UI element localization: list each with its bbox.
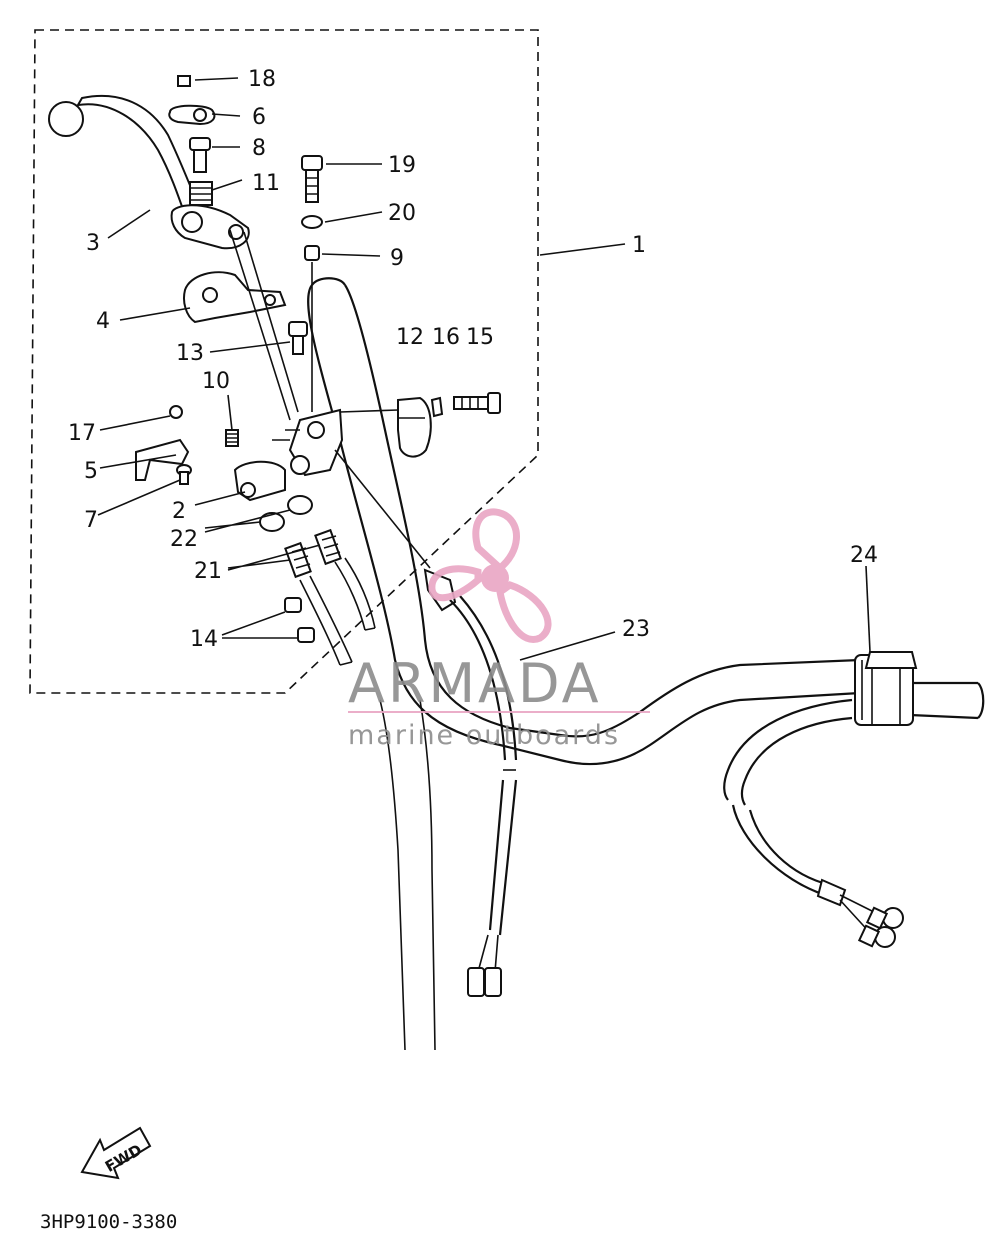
callout-2: 2	[172, 499, 186, 524]
callout-24: 24	[850, 543, 878, 568]
callout-11: 11	[252, 171, 280, 196]
washer-17	[169, 405, 183, 419]
grommet-22a	[259, 512, 285, 532]
callout-14: 14	[190, 627, 218, 652]
callout-10: 10	[202, 369, 230, 394]
callout-15: 15	[466, 325, 494, 350]
clutch-lever	[48, 94, 250, 250]
callout-20: 20	[388, 201, 416, 226]
watermark-tagline: marine outboards	[348, 720, 620, 751]
leader-lines	[97, 77, 871, 661]
fitting-21b	[314, 528, 342, 566]
callout-18: 18	[248, 67, 276, 92]
callout-22: 22	[170, 527, 198, 552]
callout-23: 23	[622, 617, 650, 642]
washer-20	[301, 215, 323, 229]
callout-13: 13	[176, 341, 204, 366]
callout-17: 17	[68, 421, 96, 446]
callout-6: 6	[252, 105, 266, 130]
washer-16	[430, 396, 444, 418]
switch-housing	[233, 408, 344, 502]
callout-16: 16	[432, 325, 460, 350]
spring-10	[225, 429, 239, 447]
watermark-brand: ARMADA	[348, 652, 602, 715]
callout-labels: 1 2 3 4 5 6 7 8 9 10 11 12 13 14 15 16 1…	[68, 67, 878, 652]
bolt-15	[453, 392, 501, 414]
nut-14a	[284, 597, 302, 613]
cables	[299, 557, 376, 666]
grip-wire-harness	[723, 698, 904, 948]
nut-9	[304, 245, 320, 261]
assembly-boundary	[29, 29, 539, 694]
callout-5: 5	[84, 459, 98, 484]
bolt-19	[301, 155, 323, 203]
screw-7	[176, 464, 192, 485]
grommet-22b	[287, 495, 313, 515]
pivot-stack	[168, 75, 216, 206]
plate-5	[135, 438, 190, 481]
diagram-code: 3HP9100-3380	[40, 1211, 177, 1233]
callout-19: 19	[388, 153, 416, 178]
fwd-arrow: FWD	[80, 1126, 152, 1180]
callout-9: 9	[390, 246, 404, 271]
clamp-12	[397, 396, 432, 458]
callout-4: 4	[96, 309, 110, 334]
propeller-logo-icon	[428, 508, 552, 643]
armada-watermark: ARMADA marine outboards	[348, 508, 650, 751]
callout-12: 12	[396, 325, 424, 350]
lever-bracket	[183, 271, 287, 324]
nut-14b	[297, 627, 315, 643]
callout-1: 1	[632, 233, 646, 258]
callout-8: 8	[252, 136, 266, 161]
throttle-grip	[854, 651, 918, 726]
callout-3: 3	[86, 231, 100, 256]
bolt-13	[288, 321, 308, 355]
callout-21: 21	[194, 559, 222, 584]
callout-7: 7	[84, 508, 98, 533]
